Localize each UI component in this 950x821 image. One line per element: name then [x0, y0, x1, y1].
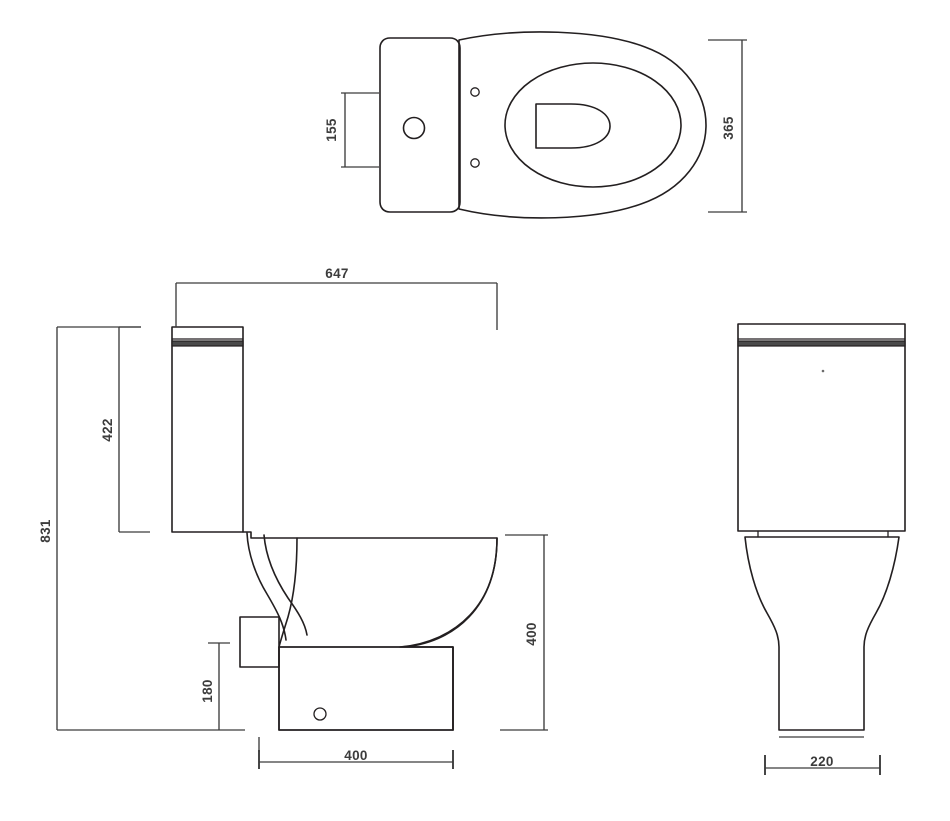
side-cistern-lid-band — [171, 340, 244, 347]
side-pan-shoulder — [278, 537, 298, 648]
front-cistern-lid-band — [737, 340, 906, 347]
dimension-220: 220 — [764, 736, 881, 775]
dimension-155: 155 — [324, 92, 379, 168]
dimension-422: 422 — [100, 326, 150, 533]
side-cistern-outline — [171, 326, 244, 533]
side-trap-curve-inner — [263, 534, 308, 636]
side-trap-curve-outer — [246, 532, 287, 641]
plan-seat-outer-outline — [458, 31, 707, 219]
dimension-647-label: 647 — [325, 266, 348, 281]
dimension-647: 647 — [175, 266, 498, 330]
side-view-group: 647 831 422 180 400 — [38, 266, 548, 769]
dimension-831-label: 831 — [38, 519, 53, 543]
dimension-155-label: 155 — [324, 118, 339, 142]
dimension-365-label: 365 — [721, 116, 736, 140]
plan-seat-d-opening — [535, 103, 611, 149]
dimension-831: 831 — [38, 326, 245, 731]
plan-view-group: 155 365 — [324, 31, 747, 219]
dimension-220-label: 220 — [810, 754, 833, 769]
side-pan-outline — [242, 531, 498, 731]
plan-fixing-hole-icon — [470, 87, 480, 97]
plan-flush-button-icon — [402, 116, 426, 140]
dimension-400-height-label: 400 — [524, 622, 539, 645]
dimension-400-width: 400 — [258, 737, 454, 769]
side-pan-base-outline — [278, 646, 454, 731]
plan-cistern-outline — [379, 37, 461, 213]
side-pan-fixing-hole-icon — [313, 707, 327, 721]
dimension-422-label: 422 — [100, 418, 115, 441]
dimension-365: 365 — [708, 39, 747, 213]
side-pan-bowl-profile — [399, 537, 498, 731]
plan-seat-inner-ring — [504, 62, 682, 188]
plan-fixing-hole-icon — [470, 158, 480, 168]
dimension-400-width-label: 400 — [344, 748, 367, 763]
front-cistern-outline — [737, 323, 906, 532]
dimension-400-height: 400 — [500, 534, 548, 731]
side-waste-outlet-outline — [239, 616, 280, 668]
front-pan-outline — [744, 536, 900, 731]
dimension-180-label: 180 — [200, 679, 215, 702]
dimension-180: 180 — [200, 642, 230, 730]
front-view-group: 220 — [737, 323, 906, 775]
front-cistern-centre-mark-icon — [821, 369, 825, 373]
